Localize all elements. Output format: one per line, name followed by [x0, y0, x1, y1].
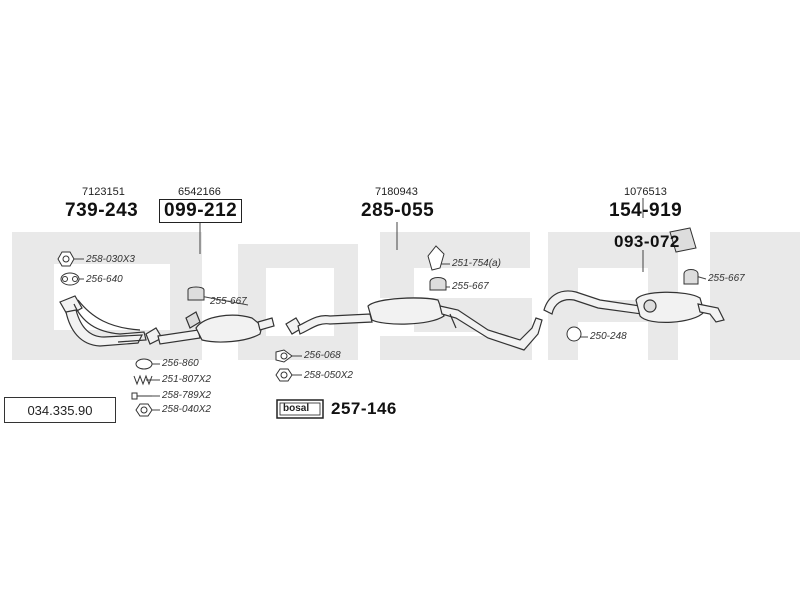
kit-number: 034.335.90 — [27, 402, 93, 418]
rubber-mount-icon — [187, 286, 205, 301]
rear-section-drawing — [543, 290, 725, 323]
ring-icon — [135, 358, 153, 370]
kit-number-box: 034.335.90 — [4, 397, 116, 423]
spring-icon — [133, 374, 153, 386]
part-label: 256-860 — [162, 358, 199, 369]
part-label: 256-068 — [304, 350, 341, 361]
heat-shield-icon — [669, 227, 697, 253]
clamp-ring-icon — [566, 326, 582, 342]
part-label: 258-050X2 — [304, 370, 353, 381]
part-label: 251-807X2 — [162, 374, 211, 385]
part-label: 255-667 — [210, 296, 247, 307]
ref-number: 7123151 — [82, 186, 125, 198]
ref-number: 7180943 — [375, 186, 418, 198]
gasket-icon — [60, 272, 80, 286]
bosal-logo-plate — [276, 399, 324, 419]
ref-number: 1076513 — [624, 186, 667, 198]
bosal-logo-text: bosal — [283, 403, 310, 414]
clamp-icon — [427, 245, 445, 271]
part-number-front-pipe: 739-243 — [65, 200, 139, 221]
part-label: 255-667 — [452, 281, 489, 292]
part-icons — [57, 227, 699, 417]
part-label: 250-248 — [590, 331, 627, 342]
part-label: 255-667 — [708, 273, 745, 284]
part-number-rear-section: 154-919 — [609, 200, 683, 221]
rubber-mount-icon-2 — [429, 277, 447, 291]
ref-number: 6542166 — [178, 186, 221, 198]
part-label: 258-030X3 — [86, 254, 135, 265]
part-label: 251-754(a) — [452, 258, 501, 269]
front-pipe-drawing — [59, 295, 147, 347]
rubber-mount-icon-3 — [683, 269, 699, 285]
part-label: 256-640 — [86, 274, 123, 285]
part-number-middle-section: 285-055 — [361, 200, 435, 221]
middle-section-drawing — [285, 297, 543, 351]
part-label: 258-789X2 — [162, 390, 211, 401]
part-label: 258-040X2 — [162, 404, 211, 415]
part-number-mounting-kit: 257-146 — [331, 399, 397, 418]
part-number-catalyst: 099-212 — [159, 199, 243, 223]
part-number-heat-shield: 093-072 — [614, 232, 680, 251]
catalyst-drawing — [145, 311, 275, 345]
